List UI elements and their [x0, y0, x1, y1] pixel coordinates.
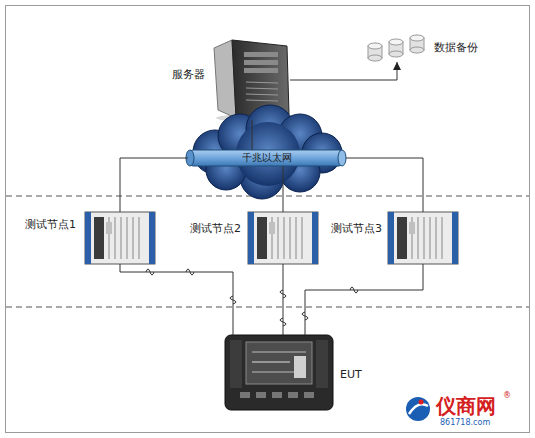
node-label: EUT: [340, 368, 362, 382]
network-cable: [305, 264, 423, 335]
network-cable: [120, 264, 233, 335]
pxi-chassis: [85, 212, 155, 264]
network-cable: [120, 158, 188, 212]
node-label: 测试节点2: [190, 222, 241, 236]
test-node: 测试节点1: [85, 212, 155, 264]
pxi-chassis: [248, 212, 318, 264]
disk-top: [410, 35, 424, 41]
pipe-cap: [186, 150, 194, 166]
disk-bottom: [368, 55, 382, 61]
vent-line: [246, 88, 278, 89]
drive-bay: [244, 52, 278, 57]
network-cable: [252, 120, 253, 150]
node-label: 数据备份: [434, 41, 478, 55]
network-cable: [283, 264, 284, 335]
test-node: 测试节点2: [248, 212, 318, 264]
frame-border: [6, 6, 530, 433]
node-label: 服务器: [172, 68, 205, 82]
watermark-logo: 仪商网: [436, 396, 496, 416]
pipe-cap: [338, 150, 346, 166]
node-label: 测试节点3: [331, 222, 382, 236]
disk-top: [368, 43, 382, 49]
eut-device: [225, 335, 333, 410]
vent-line: [246, 82, 278, 83]
server-front: [232, 40, 289, 118]
zone-divider: [6, 307, 529, 308]
data-arrow: [290, 62, 397, 80]
network-node: 千兆以太网: [188, 150, 346, 166]
network-cable: [346, 158, 423, 212]
drive-bay: [244, 68, 278, 73]
logo-dot: [419, 400, 424, 405]
logo-mark: [406, 397, 430, 421]
vent-line: [246, 100, 278, 101]
node-label: 千兆以太网: [188, 151, 346, 165]
storage-node: 数据备份: [368, 36, 426, 62]
disk-bottom: [410, 47, 424, 53]
server-node: 服务器: [214, 38, 290, 120]
test-node: 测试节点3: [388, 212, 458, 264]
logo-swoosh: [409, 404, 428, 414]
device-node: EUT: [225, 335, 333, 410]
disk-top: [389, 39, 403, 45]
registered-mark: ®: [503, 392, 511, 400]
disk-bottom: [389, 51, 403, 57]
cable-coil: [146, 269, 358, 326]
vent-line: [246, 94, 278, 95]
pxi-chassis: [388, 212, 458, 264]
watermark-url: 861718.com: [440, 419, 490, 427]
network-cable: [283, 166, 284, 212]
node-label: 测试节点1: [25, 218, 76, 232]
drive-bay: [244, 60, 278, 65]
